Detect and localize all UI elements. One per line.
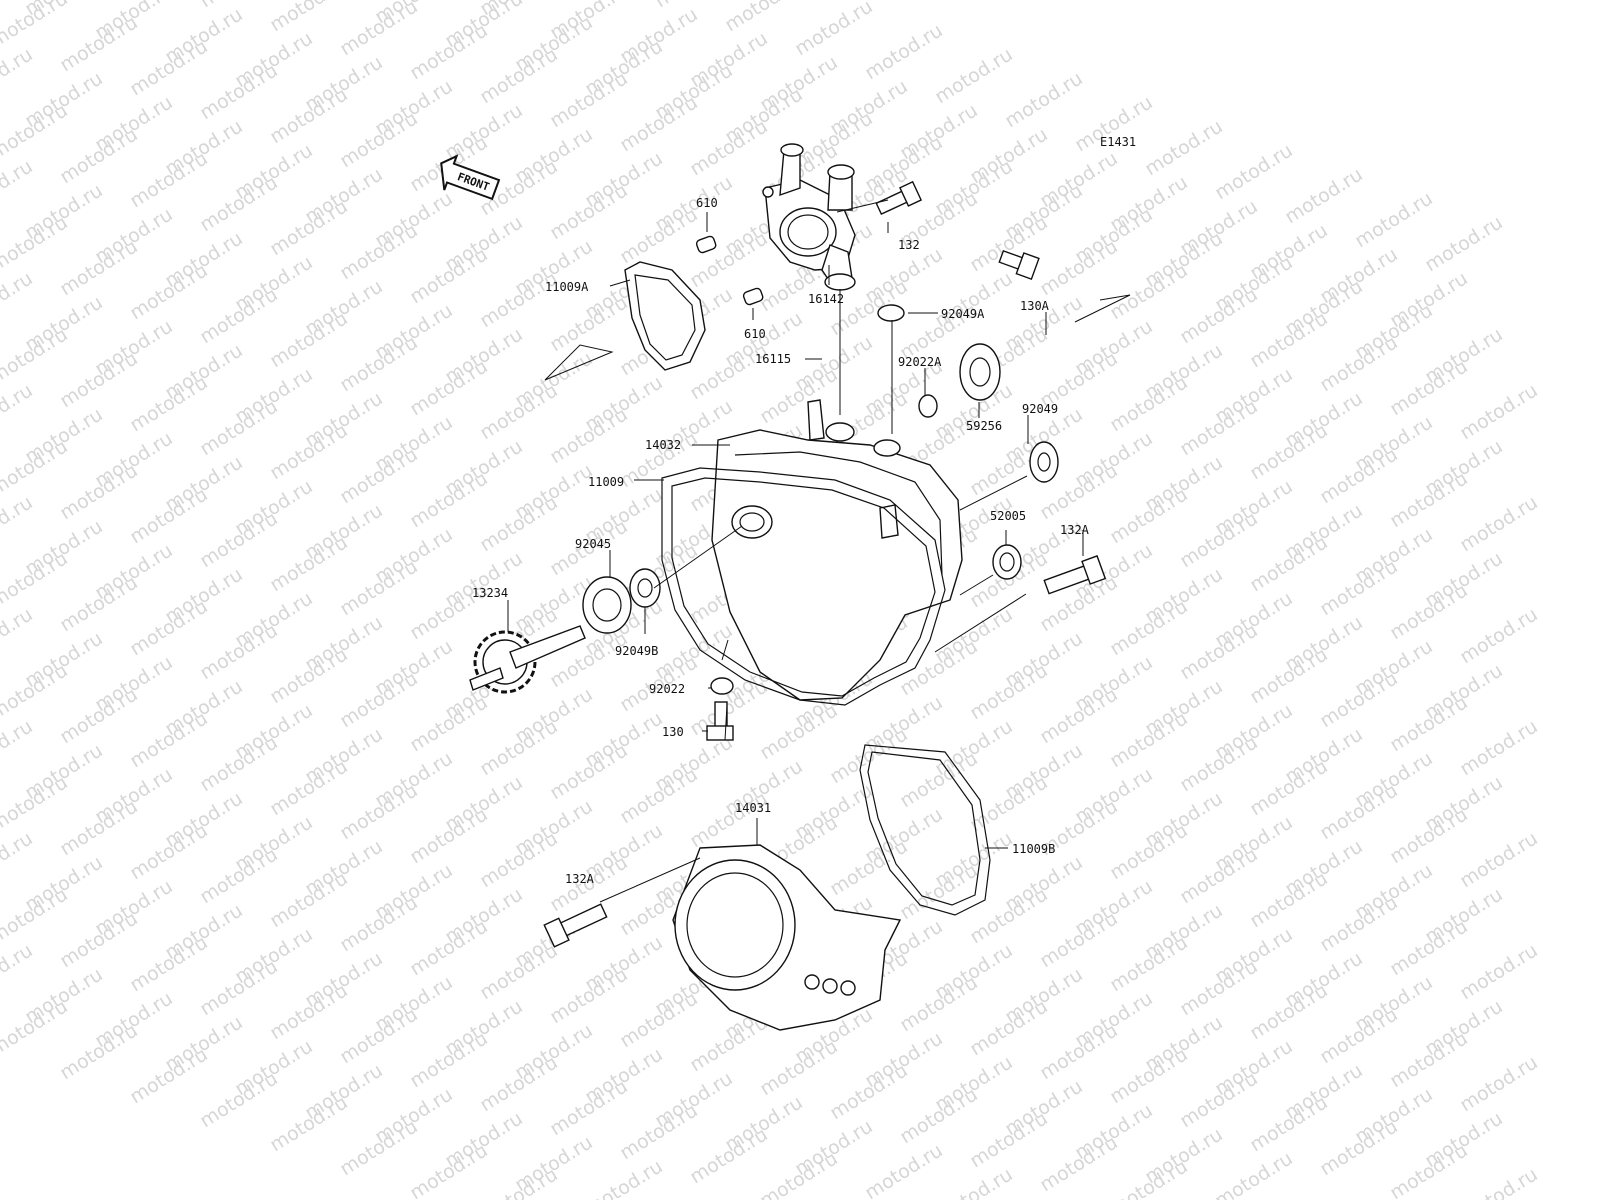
- label-92049a: 92049A: [941, 307, 985, 321]
- dowel-pin-bottom: [742, 287, 764, 306]
- impeller-59256: [959, 343, 1001, 401]
- label-92049: 92049: [1022, 402, 1058, 416]
- watermark-text: motod.ru: [1001, 67, 1087, 132]
- label-11009a: 11009A: [545, 280, 589, 294]
- diagram-code: E1431: [1100, 135, 1136, 149]
- bolt-130a: [998, 249, 1040, 281]
- label-11009: 11009: [588, 475, 624, 489]
- watermark-text: motod.ru: [581, 1155, 667, 1200]
- label-13234: 13234: [472, 586, 508, 600]
- watermark-text: motod.ru: [0, 939, 37, 1004]
- watermark-text: motod.ru: [1211, 139, 1297, 204]
- label-132a-right: 132A: [1060, 523, 1090, 537]
- label-610-top: 610: [696, 196, 718, 210]
- watermark-text: motod.ru: [1211, 1147, 1297, 1200]
- watermark-text: motod.ru: [1421, 211, 1507, 276]
- watermark-text: motod.ru: [0, 491, 37, 556]
- watermark-text: motod.ru: [0, 603, 37, 668]
- watermark-text: motod.ru: [1456, 379, 1542, 444]
- generator-cover-14031: [672, 844, 902, 1031]
- label-16142: 16142: [808, 292, 844, 306]
- seal-92049b: [629, 568, 661, 608]
- watermark-text: motod.ru: [0, 827, 37, 892]
- label-92045: 92045: [575, 537, 611, 551]
- gasket-11009: [661, 467, 946, 706]
- watermark-text: motod.ru: [1281, 163, 1367, 228]
- label-130a: 130A: [1020, 299, 1050, 313]
- watermark-text: motod.ru: [1141, 115, 1227, 180]
- label-132a-left: 132A: [565, 872, 595, 886]
- watermark-text: motod.ru: [0, 155, 37, 220]
- watermark-text: motod.ru: [0, 715, 37, 780]
- clutch-cover-14032: [711, 399, 963, 701]
- watermark-text: motod.ru: [0, 379, 37, 444]
- watermark-text: motod.ru: [861, 1139, 947, 1200]
- washer-92022: [710, 677, 734, 695]
- label-610-bottom: 610: [744, 327, 766, 341]
- label-132: 132: [898, 238, 920, 252]
- front-arrow-icon: FRONT: [440, 154, 501, 201]
- watermark-text: motod.ru: [0, 0, 72, 52]
- label-14031: 14031: [735, 801, 771, 815]
- watermark-text: motod.ru: [721, 0, 807, 36]
- watermark-text: motod.ru: [791, 0, 877, 60]
- gasket-11009b: [859, 744, 991, 916]
- watermark-text: motod.ru: [1456, 827, 1542, 892]
- bolt-132a-left: [543, 903, 608, 948]
- gear-13234: [469, 625, 586, 694]
- seal-52005: [992, 544, 1022, 580]
- label-92049b: 92049B: [615, 644, 658, 658]
- watermark-text: motod.ru: [1351, 187, 1437, 252]
- bearing-92045: [582, 576, 632, 634]
- bolt-132: [875, 180, 923, 216]
- watermark-text: motod.ru: [1456, 1051, 1542, 1116]
- perspective-marks: [544, 294, 1131, 381]
- label-130: 130: [662, 725, 684, 739]
- watermark-text: motod.ru: [1456, 715, 1542, 780]
- watermark-text: motod.ru: [1456, 603, 1542, 668]
- watermark-text: motod.ru: [931, 1163, 1017, 1200]
- washer-92022a: [918, 394, 938, 418]
- watermark-text: motod.ru: [756, 1147, 842, 1200]
- label-11009b: 11009B: [1012, 842, 1055, 856]
- dowel-pin-top: [695, 235, 717, 254]
- label-14032: 14032: [645, 438, 681, 452]
- watermark-text: motod.ru: [476, 1163, 562, 1200]
- watermark-text: motod.ru: [931, 43, 1017, 108]
- watermark-text: motod.ru: [1456, 939, 1542, 1004]
- watermark-text: motod.ru: [1456, 1163, 1542, 1200]
- watermark-text: motod.ru: [0, 43, 37, 108]
- bolt-130: [706, 701, 734, 741]
- leader-lines: [507, 199, 1084, 903]
- washer-92049a: [877, 304, 905, 322]
- label-92022a: 92022A: [898, 355, 942, 369]
- watermark-text: motod.ru: [861, 19, 947, 84]
- watermark-text: motod.ru: [266, 0, 352, 36]
- watermark-text: motod.ru: [0, 267, 37, 332]
- gasket-11009a: [624, 261, 706, 371]
- label-59256: 59256: [966, 419, 1002, 433]
- watermark-text: motod.ru: [1106, 1155, 1192, 1200]
- watermark-text: motod.ru: [1456, 491, 1542, 556]
- bolt-132a-right: [1043, 555, 1107, 595]
- seal-92049: [1029, 441, 1059, 483]
- label-16115: 16115: [755, 352, 791, 366]
- label-52005: 52005: [990, 509, 1026, 523]
- part-labels: 610 610 132 11009A 16142 92049A 130A 161…: [472, 196, 1090, 886]
- label-92022: 92022: [649, 682, 685, 696]
